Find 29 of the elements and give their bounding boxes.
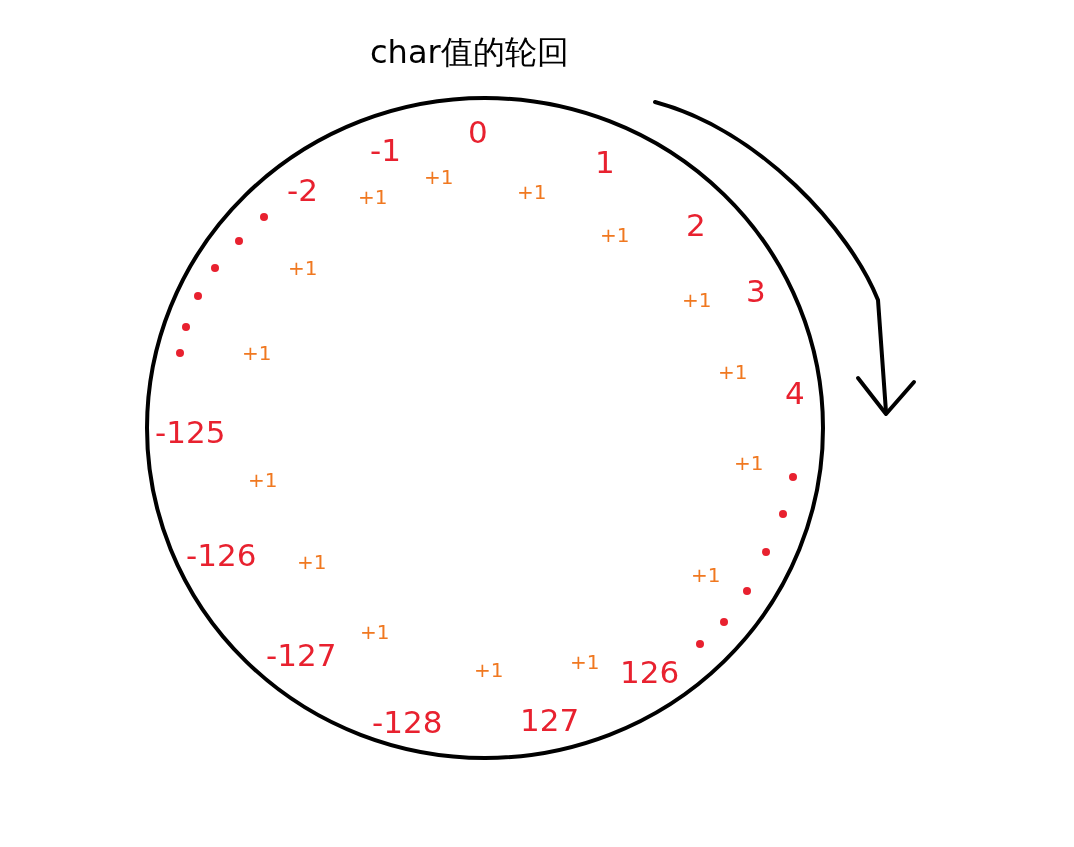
increment-label: +1	[517, 182, 547, 202]
value-label: -1	[370, 135, 401, 166]
value-label: 4	[785, 378, 805, 409]
increment-label: +1	[297, 552, 327, 572]
value-label: 127	[520, 705, 580, 736]
increment-label: +1	[570, 652, 600, 672]
value-label: -127	[266, 640, 337, 671]
value-label: 126	[620, 657, 680, 688]
value-label: 1	[595, 147, 615, 178]
diagram-title: char值的轮回	[370, 35, 569, 71]
increment-label: +1	[474, 660, 504, 680]
value-label: -128	[372, 707, 443, 738]
increment-label: +1	[248, 470, 278, 490]
increment-label: +1	[288, 258, 318, 278]
value-label: -2	[287, 175, 318, 206]
increment-label: +1	[600, 225, 630, 245]
value-label: 3	[746, 276, 766, 307]
increment-label: +1	[682, 290, 712, 310]
increment-label: +1	[691, 565, 721, 585]
value-label: 2	[686, 210, 706, 241]
increment-label: +1	[360, 622, 390, 642]
value-label: 0	[468, 117, 488, 148]
increment-label: +1	[718, 362, 748, 382]
value-label: -126	[186, 540, 257, 571]
increment-label: +1	[358, 187, 388, 207]
increment-label: +1	[242, 343, 272, 363]
increment-label: +1	[424, 167, 454, 187]
value-label: -125	[155, 417, 226, 448]
increment-label: +1	[734, 453, 764, 473]
